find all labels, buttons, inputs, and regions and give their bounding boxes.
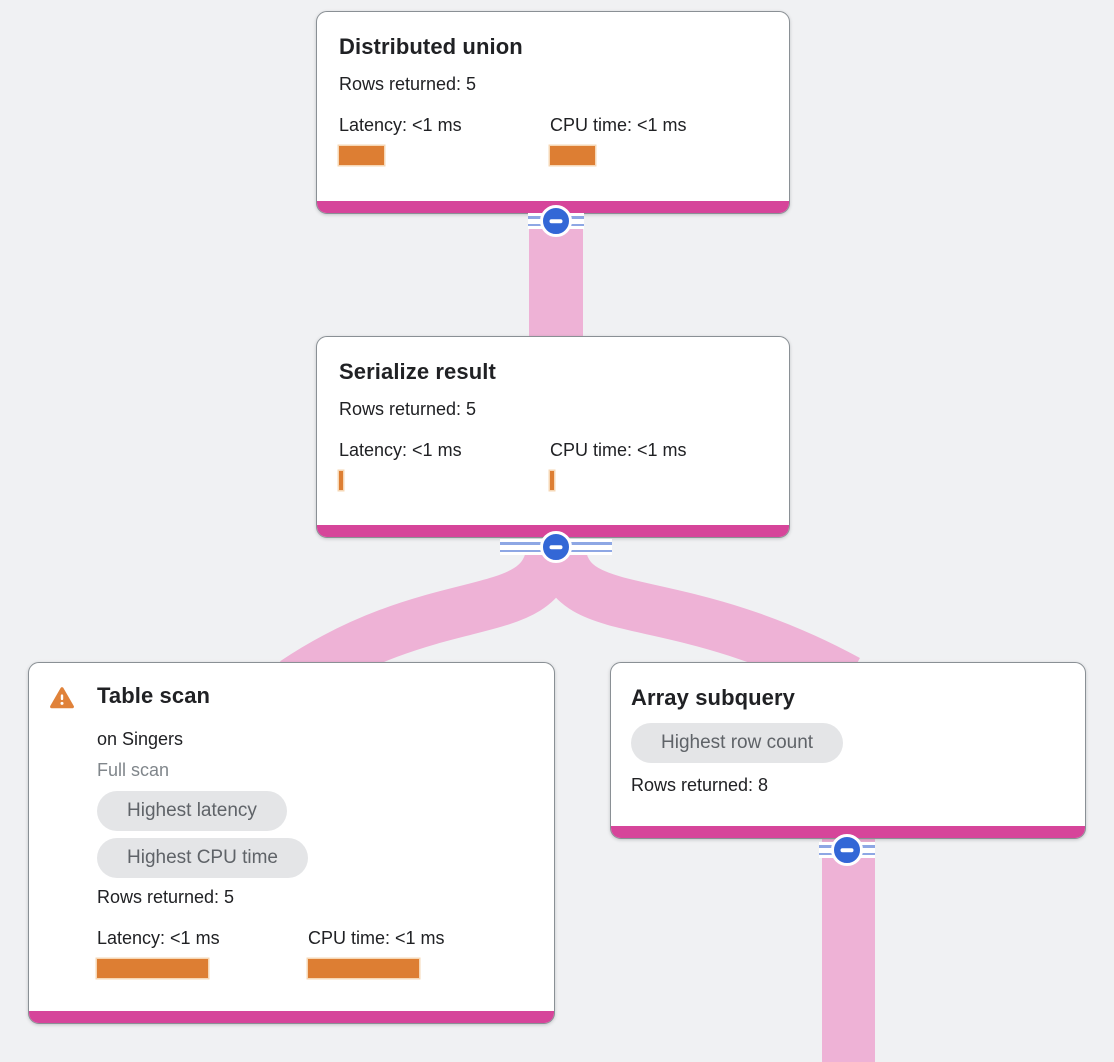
node-title: Array subquery: [631, 685, 796, 710]
cpu-time-bar: [550, 146, 595, 165]
cpu-time-label: CPU time: <1 ms: [308, 928, 445, 948]
node-subtitle: on Singers: [97, 729, 184, 749]
rows-returned-label: Rows returned: 5: [97, 887, 235, 907]
latency-label: Latency: <1 ms: [339, 115, 462, 135]
node-title: Serialize result: [339, 359, 496, 384]
collapse-edge-control-serialize-result: [500, 531, 612, 563]
node-accent-bar: [611, 826, 1085, 838]
latency-label: Latency: <1 ms: [97, 928, 220, 948]
latency-bar: [339, 146, 384, 165]
plan-node-array-subquery[interactable]: Array subquery Highest row count Rows re…: [610, 662, 1086, 839]
minus-icon: [549, 219, 563, 223]
badge-highest-latency: Highest latency: [97, 791, 287, 831]
cpu-time-bar: [550, 471, 554, 490]
plan-node-table-scan[interactable]: Table scan on Singers Full scan Highest …: [28, 662, 555, 1024]
minus-icon: [549, 545, 563, 549]
cpu-time-label: CPU time: <1 ms: [550, 440, 687, 460]
node-title: Distributed union: [339, 34, 523, 59]
edge-array-subquery-to-child: [822, 838, 875, 1062]
edge-serialize-result-to-array-subquery: [535, 541, 860, 702]
minus-icon: [840, 848, 854, 852]
collapse-edge-button[interactable]: [540, 205, 572, 237]
plan-node-distributed-union[interactable]: Distributed union Rows returned: 5 Laten…: [316, 11, 790, 214]
collapse-edge-button[interactable]: [540, 531, 572, 563]
latency-label: Latency: <1 ms: [339, 440, 462, 460]
collapse-edge-control-array-subquery: [819, 834, 875, 866]
node-title: Table scan: [97, 683, 211, 708]
cpu-time-bar: [308, 959, 419, 978]
plan-node-serialize-result[interactable]: Serialize result Rows returned: 5 Latenc…: [316, 336, 790, 538]
node-accent-bar: [29, 1011, 554, 1023]
rows-returned-label: Rows returned: 5: [339, 399, 477, 419]
badge-highest-cpu-time: Highest CPU time: [97, 838, 308, 878]
latency-bar: [339, 471, 343, 490]
collapse-edge-button[interactable]: [831, 834, 863, 866]
cpu-time-label: CPU time: <1 ms: [550, 115, 687, 135]
badge-highest-row-count: Highest row count: [631, 723, 844, 763]
collapse-edge-control-distributed-union: [528, 205, 584, 237]
warning-triangle-icon: [49, 686, 75, 715]
rows-returned-label: Rows returned: 8: [631, 775, 769, 795]
rows-returned-label: Rows returned: 5: [339, 74, 477, 94]
full-scan-note: Full scan: [97, 760, 170, 780]
latency-bar: [97, 959, 208, 978]
